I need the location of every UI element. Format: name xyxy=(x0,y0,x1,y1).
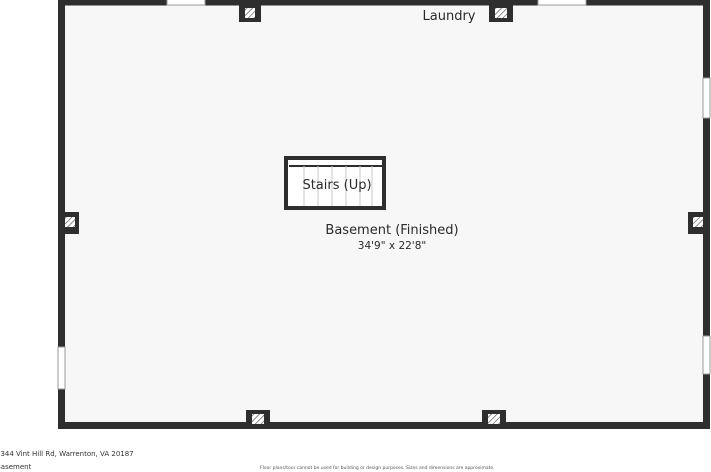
window-right-lower xyxy=(702,335,711,375)
stairs-label: Stairs (Up) xyxy=(302,178,371,193)
windows xyxy=(57,0,711,390)
property-address: 6344 Vint Hill Rd, Warrenton, VA 20187 xyxy=(0,450,134,458)
window-right xyxy=(702,77,711,119)
basement-floor xyxy=(58,0,710,429)
columns xyxy=(63,4,706,425)
basement-dimensions: 34'9" x 22'8" xyxy=(358,240,426,252)
disclaimer: Floor plans/tour cannot be used for buil… xyxy=(260,466,495,471)
floor-name: Basement xyxy=(0,463,32,471)
window-top-left xyxy=(166,0,206,6)
stairs xyxy=(284,156,386,210)
basement-label: Basement (Finished) xyxy=(325,223,458,238)
window-top-right xyxy=(537,0,587,6)
laundry-label: Laundry xyxy=(423,9,476,24)
window-left xyxy=(57,346,66,390)
